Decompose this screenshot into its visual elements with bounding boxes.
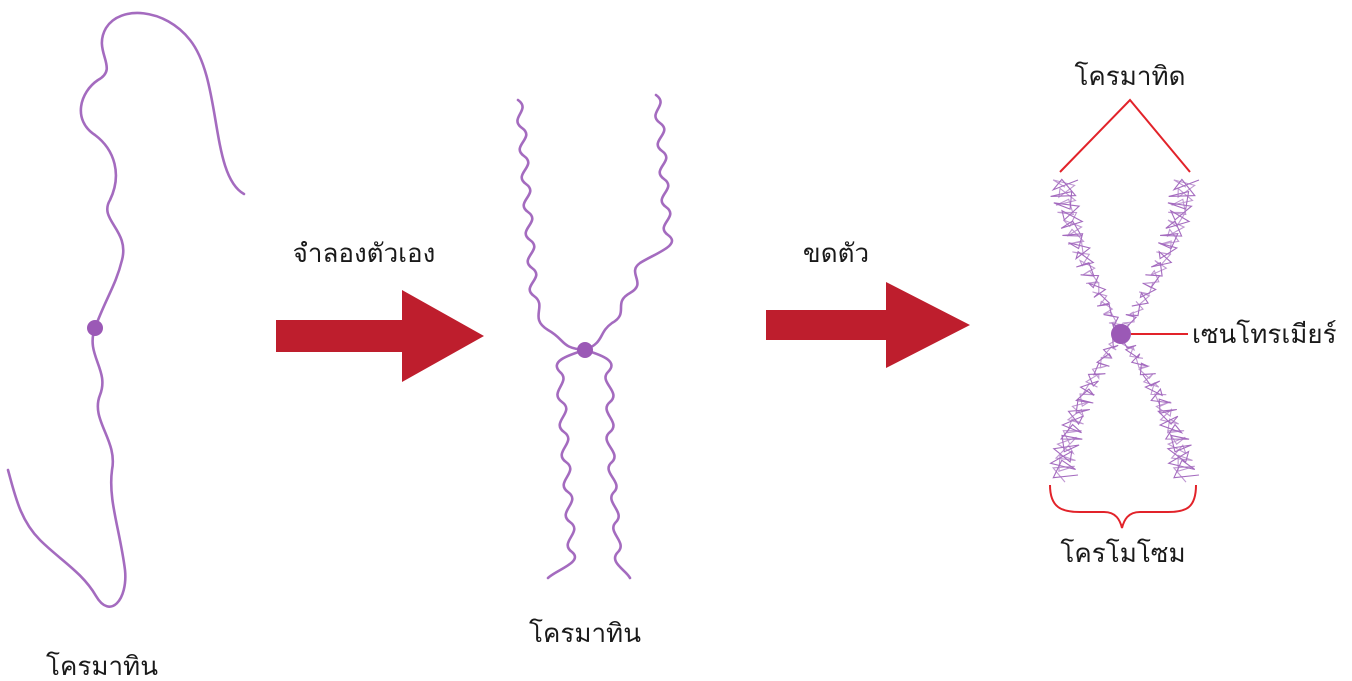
stage-1-chromatin: โครมาทิน	[6, 11, 246, 681]
chromatid-arm-upper-left	[1050, 178, 1127, 337]
chromatid-pointer	[1059, 98, 1191, 173]
arrow-replicate-label: จำลองตัวเอง	[293, 239, 436, 269]
arrow-condense-label: ขดตัว	[803, 239, 869, 269]
centromere-dot-stage2	[577, 342, 593, 358]
sister-strand-right	[583, 93, 674, 580]
arrow-condense: ขดตัว	[766, 239, 970, 368]
sister-strand-left	[516, 98, 587, 580]
chromatin-strand-upper	[79, 11, 246, 330]
chromatid-arm-upper-right-inner-coil	[1116, 179, 1196, 335]
chromatin-label-stage1: โครมาทิน	[46, 651, 158, 681]
chromatin-strand-lower	[6, 326, 127, 608]
chromatid-arm-lower-right	[1116, 335, 1200, 479]
chromatid-arm-lower-left-inner-coil	[1051, 332, 1122, 483]
centromere-dot-stage1	[87, 320, 103, 336]
chromosome-coils	[1049, 178, 1200, 483]
arrow-replicate-shape	[276, 290, 484, 382]
chromatid-arm-upper-right	[1116, 178, 1200, 337]
centromere-dot-stage3	[1111, 324, 1131, 344]
chromatin-label-stage2: โครมาทิน	[529, 618, 641, 649]
chromatid-label: โครมาทิด	[1074, 61, 1185, 92]
arrow-condense-shape	[766, 282, 970, 368]
chromatid-arm-lower-right-inner-coil	[1116, 331, 1195, 483]
chromatid-arm-lower-left	[1049, 335, 1126, 479]
stage-3-chromosome: โครมาทิด เซนโทรเมียร์ โครโมโซม	[1049, 61, 1337, 569]
chromatid-arm-upper-left-inner-coil	[1052, 179, 1121, 335]
stage-2-duplicated-chromatin: โครมาทิน	[516, 93, 674, 649]
arrow-replicate: จำลองตัวเอง	[276, 239, 484, 382]
centromere-label: เซนโทรเมียร์	[1192, 319, 1337, 350]
chromosome-brace	[1049, 484, 1197, 529]
chromosome-label: โครโมโซม	[1060, 538, 1185, 569]
